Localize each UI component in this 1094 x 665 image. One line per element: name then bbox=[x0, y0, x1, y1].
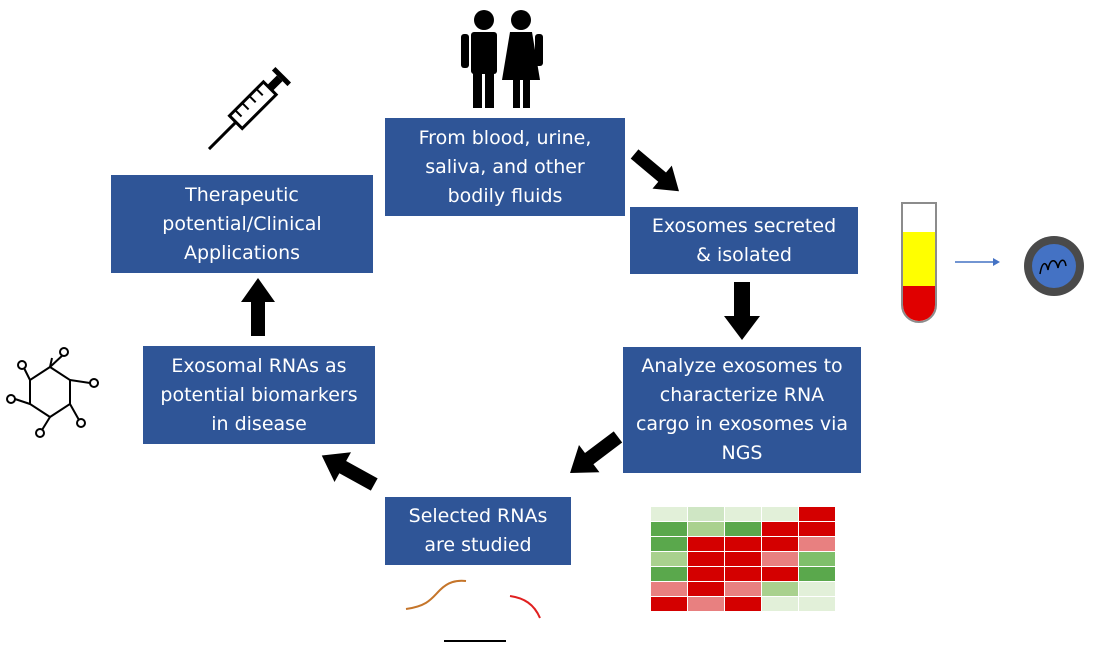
heatmap-cell bbox=[762, 582, 798, 596]
people-icon bbox=[461, 10, 543, 108]
heatmap-cell bbox=[688, 507, 724, 521]
step-source-box: From blood, urine, saliva, and other bod… bbox=[385, 118, 625, 216]
heatmap-cell bbox=[651, 582, 687, 596]
arrow-source-to-secreted bbox=[630, 149, 679, 192]
heatmap-icon bbox=[651, 507, 835, 611]
hexagon-molecule-icon bbox=[6, 347, 99, 438]
step-therapeutic-label: Therapeutic potential/Clinical Applicati… bbox=[162, 183, 322, 264]
exosome-icon bbox=[1024, 236, 1084, 296]
heatmap-cell bbox=[725, 567, 761, 581]
heatmap-cell bbox=[762, 567, 798, 581]
heatmap-cell bbox=[799, 507, 835, 521]
heatmap-cell bbox=[651, 507, 687, 521]
heatmap-cell bbox=[725, 507, 761, 521]
step-therapeutic-box: Therapeutic potential/Clinical Applicati… bbox=[111, 175, 373, 273]
step-biomarkers-box: Exosomal RNAs as potential biomarkers in… bbox=[143, 346, 375, 444]
heatmap-cell bbox=[799, 537, 835, 551]
heatmap-cell bbox=[688, 522, 724, 536]
heatmap-cell bbox=[799, 522, 835, 536]
heatmap-cell bbox=[688, 582, 724, 596]
heatmap-cell bbox=[651, 597, 687, 611]
step-secreted-box: Exosomes secreted & isolated bbox=[630, 207, 858, 274]
heatmap-cell bbox=[688, 567, 724, 581]
heatmap-cell bbox=[651, 567, 687, 581]
heatmap-cell bbox=[651, 522, 687, 536]
step-selected-box: Selected RNAs are studied bbox=[385, 497, 571, 565]
arrow-biomarkers-to-therapeutic bbox=[241, 278, 275, 336]
heatmap-cell bbox=[799, 552, 835, 566]
heatmap-cell bbox=[688, 597, 724, 611]
heatmap-cell bbox=[688, 552, 724, 566]
blood-tube-icon bbox=[901, 202, 937, 323]
small-arrow-icon bbox=[955, 258, 1000, 266]
rna-strands-icon bbox=[405, 579, 541, 642]
heatmap-cell bbox=[799, 567, 835, 581]
syringe-icon bbox=[207, 66, 292, 151]
step-source-label: From blood, urine, saliva, and other bod… bbox=[418, 126, 592, 207]
step-selected-label: Selected RNAs are studied bbox=[408, 505, 548, 556]
heatmap-cell bbox=[688, 537, 724, 551]
heatmap-cell bbox=[762, 537, 798, 551]
heatmap-cell bbox=[799, 597, 835, 611]
heatmap-cell bbox=[651, 552, 687, 566]
heatmap-cell bbox=[799, 582, 835, 596]
arrow-secreted-to-analyze bbox=[724, 282, 760, 340]
heatmap-cell bbox=[651, 537, 687, 551]
heatmap-cell bbox=[725, 552, 761, 566]
heatmap-cell bbox=[762, 507, 798, 521]
heatmap-cell bbox=[725, 597, 761, 611]
step-biomarkers-label: Exosomal RNAs as potential biomarkers in… bbox=[160, 354, 358, 435]
step-analyze-box: Analyze exosomes to characterize RNA car… bbox=[623, 347, 861, 473]
heatmap-cell bbox=[725, 537, 761, 551]
heatmap-cell bbox=[725, 522, 761, 536]
heatmap-cell bbox=[725, 582, 761, 596]
heatmap-cell bbox=[762, 552, 798, 566]
arrow-analyze-to-selected bbox=[570, 431, 623, 474]
step-analyze-label: Analyze exosomes to characterize RNA car… bbox=[635, 355, 849, 464]
heatmap-cell bbox=[762, 597, 798, 611]
step-secreted-label: Exosomes secreted & isolated bbox=[651, 214, 837, 266]
heatmap-cell bbox=[762, 522, 798, 536]
arrow-selected-to-biomarkers bbox=[321, 452, 378, 491]
